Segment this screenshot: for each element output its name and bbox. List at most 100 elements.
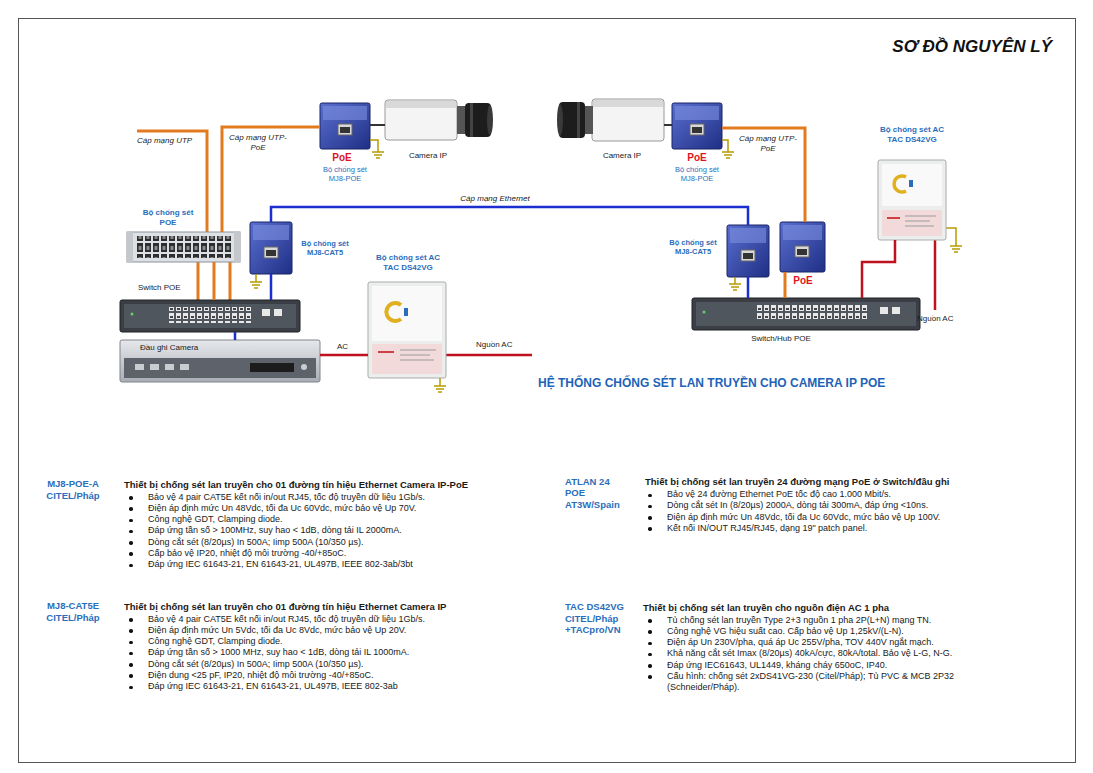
recorder-illustration [120, 340, 320, 382]
bullet-dot [129, 674, 133, 678]
surge-protector [783, 225, 822, 240]
spec-item: Kết nối IN/OUT RJ45/RJ45, dạng 19" patch… [667, 523, 867, 534]
switch-illustration [120, 300, 300, 332]
ip-camera [585, 106, 593, 134]
ac-protector-cabinet [894, 176, 906, 192]
bullet-dot [648, 494, 652, 498]
spec-item: Bảo vệ 24 đường Ethernet PoE tốc độ cao … [667, 489, 891, 500]
spec-title: Thiết bị chống sét lan truyền cho 01 đườ… [124, 601, 446, 613]
device-label: Bộ chống sét AC TAC DS42VG [367, 253, 449, 272]
switch-illustration [692, 298, 920, 330]
recorder-illustration [180, 364, 189, 370]
ac-protector-cabinet [400, 360, 434, 361]
cable-wire [137, 131, 207, 232]
device-node: Đầu ghi Camera [120, 340, 320, 382]
ac-protector-cabinet [887, 217, 900, 219]
bullet-dot [129, 652, 133, 656]
device-label: Đầu ghi Camera [140, 343, 240, 353]
cable-label: AC [337, 342, 348, 352]
cable-line [213, 262, 216, 300]
surge-protector [730, 228, 766, 243]
cable-line [271, 207, 748, 225]
device-node: Bộ chống sét MJ8-CAT5 [727, 225, 769, 277]
patch-panel [136, 236, 232, 258]
bullet-dot [648, 619, 652, 623]
cable-wire [229, 262, 232, 300]
surge-protector [338, 124, 352, 135]
ac-protector-cabinet [400, 350, 436, 351]
cable-wire [446, 354, 532, 357]
ip-camera [557, 104, 563, 136]
spec-item: Công nghệ GDT, Clamping diode. [148, 636, 283, 647]
switch-illustration [756, 305, 868, 321]
ip-camera [593, 100, 663, 107]
power-label: Nguồn AC [917, 314, 953, 324]
ground-symbol [250, 140, 962, 392]
spec-item: Điện dung <25 pF, IP20, nhiệt độ môi trư… [148, 670, 374, 681]
device-label: Bộ chống sét MJ8-POE [314, 165, 376, 183]
cable-line [664, 124, 672, 126]
ip-camera [487, 105, 493, 135]
bullet-dot [129, 507, 133, 511]
surge-protector [250, 222, 292, 274]
poe-tag: PoE [330, 152, 354, 164]
surge-protector [690, 124, 704, 135]
surge-protector [675, 106, 719, 120]
spec-item: Công nghệ GDT, Clamping diode. [148, 514, 283, 525]
surge-protector [795, 246, 809, 257]
product-code: MJ8-POE-A [33, 478, 113, 490]
surge-protector [727, 225, 769, 277]
bullet-dot [648, 675, 652, 679]
ac-protector-cabinet [905, 226, 934, 227]
bullet-dot [648, 653, 652, 657]
spec-title: Thiết bị chống sét lan truyền cho 01 đườ… [124, 479, 468, 491]
patch-panel [127, 232, 240, 262]
product-code: CITEL/Pháp [33, 490, 113, 502]
spec-item: Đáp ứng tần số > 1000 MHz, suy hao < 1dB… [148, 647, 409, 658]
bullet-dot [129, 686, 133, 690]
device-label: Bộ chống sét POE [136, 208, 200, 227]
spec-item: Cấu hình: chống sét 2xDS41VG-230 (Citel/… [667, 671, 1017, 694]
product-code: AT3W/Spain [565, 499, 620, 511]
switch-illustration [274, 309, 282, 316]
poe-tag: PoE [790, 275, 816, 287]
surge-protector [323, 106, 367, 120]
surge-protector [743, 253, 753, 259]
switch-illustration [696, 302, 916, 326]
surge-protector [780, 222, 825, 272]
device-label: Camera IP [592, 151, 652, 161]
surge-protector [250, 222, 292, 274]
cable-line [270, 274, 273, 300]
poe-tag: PoE [685, 152, 709, 164]
ip-camera [557, 99, 664, 141]
patch-panel [127, 232, 133, 262]
spec-item: Tủ chống sét lan truyền Type 2+3 nguồn 1… [667, 615, 931, 626]
surge-protector [253, 225, 289, 240]
spec-item: Điện áp Un 230V/pha, quá áp Uc 255V/pha,… [667, 637, 934, 648]
product-code: ATLAN 24 [565, 476, 610, 488]
bullet-dot [648, 527, 652, 531]
ip-camera [592, 99, 664, 141]
surge-protector [266, 250, 276, 256]
spec-item: Khả năng cắt sét Imax (8/20µs) 40kA/cực,… [667, 648, 952, 659]
ground-symbol [729, 277, 741, 290]
device-label: Bộ chống sét MJ8-CAT5 [663, 238, 723, 256]
ac-protector-cabinet [368, 282, 446, 378]
page-frame [19, 19, 1076, 763]
ground-symbol [722, 140, 734, 158]
ac-protector-cabinet [372, 286, 442, 341]
switch-illustration [168, 307, 252, 323]
spec-item: Bảo vệ 4 pair CAT5E kết nối in/out RJ45,… [148, 614, 425, 625]
recorder-illustration [150, 364, 159, 370]
device-node: Switch/Hub POE [692, 298, 920, 330]
spec-title: Thiết bị chống sét lan truyền 24 đường m… [645, 476, 949, 488]
cable-label: Cáp mạng UTP [137, 136, 192, 146]
surge-protector [672, 103, 722, 149]
surge-protector [797, 249, 807, 255]
surge-protector [692, 127, 702, 133]
bullet-dot [129, 496, 133, 500]
spec-item: Đáp ứng IEC 61643-21, EN 61643-21, UL497… [148, 559, 413, 570]
cable-label: Cáp mạng UTP-PoE [226, 133, 290, 152]
page-title: SƠ ĐỒ NGUYÊN LÝ [892, 36, 1052, 57]
device-node: PoEBộ chống sét MJ8-POE [320, 103, 370, 149]
